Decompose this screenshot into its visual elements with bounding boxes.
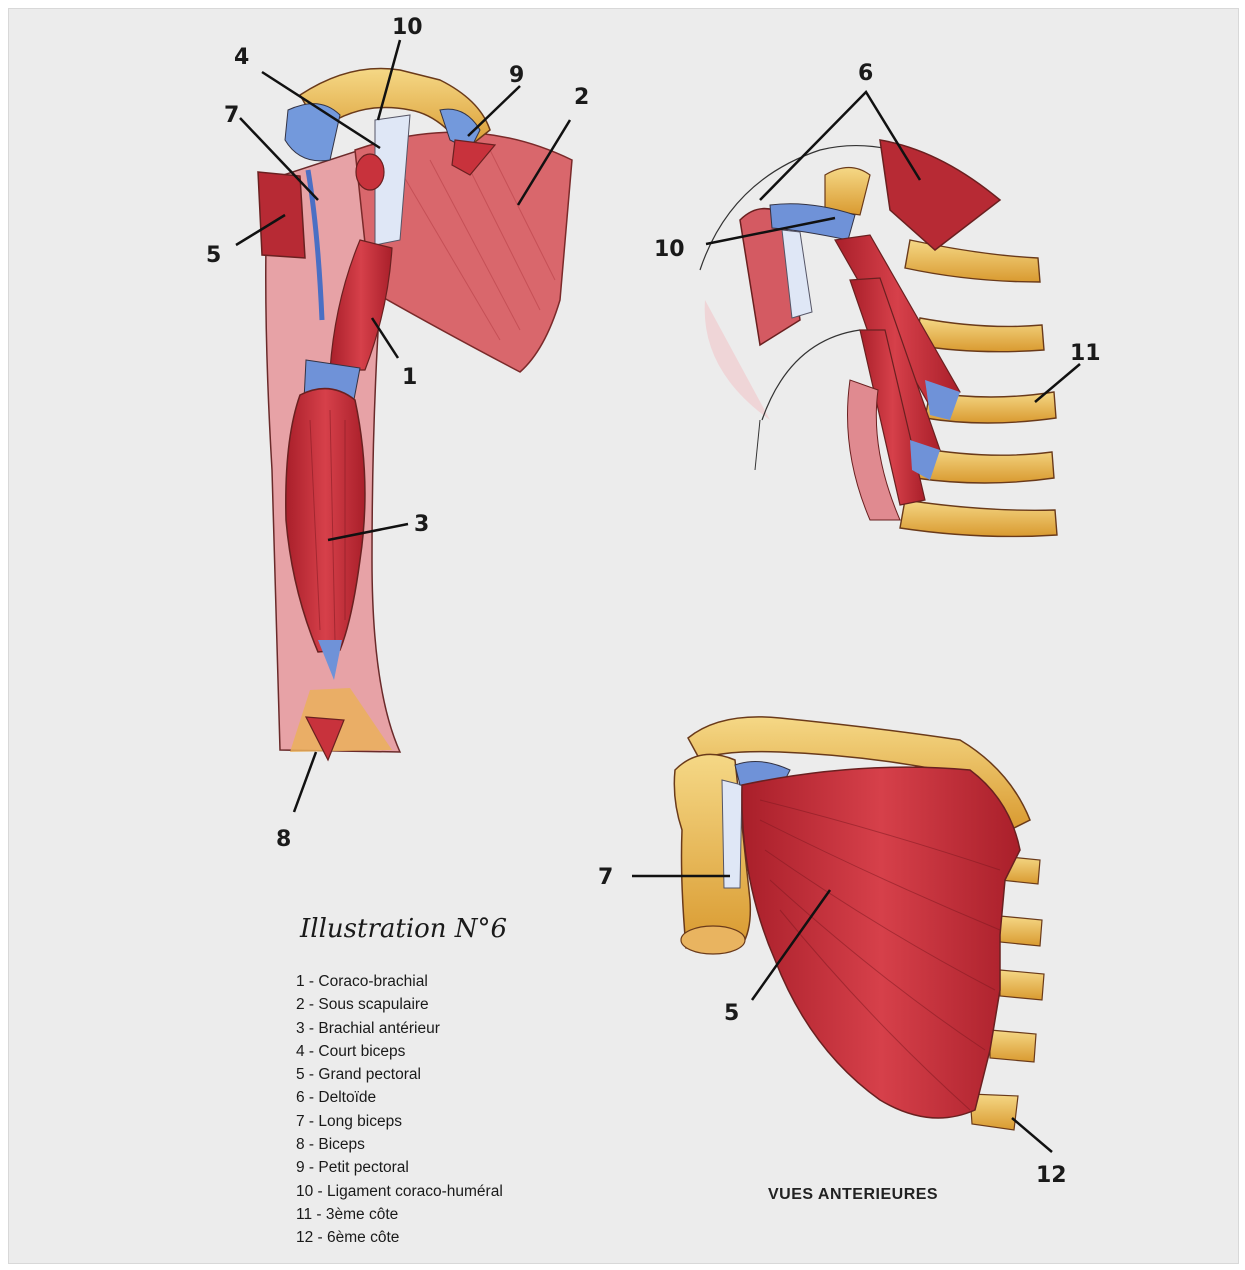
legend-item: 9 - Petit pectoral: [296, 1156, 503, 1179]
legend-item: 12 - 6ème côte: [296, 1226, 503, 1249]
arm-drawing: 10 4 9 2 7 5 1 3 8: [206, 15, 589, 852]
legend-list: 1 - Coraco-brachial 2 - Sous scapulaire …: [296, 970, 503, 1250]
chest-label-11: 11: [1070, 341, 1101, 366]
legend-item: 11 - 3ème côte: [296, 1203, 503, 1226]
chest-bottom-label-7: 7: [598, 865, 613, 890]
legend-item: 10 - Ligament coraco-huméral: [296, 1180, 503, 1203]
arm-label-2: 2: [574, 85, 589, 110]
chest-bottom-label-12: 12: [1036, 1163, 1067, 1188]
chest-bottom-label-5: 5: [724, 1001, 739, 1026]
arm-label-5: 5: [206, 243, 221, 268]
views-caption: VUES ANTERIEURES: [768, 1186, 938, 1204]
arm-label-8: 8: [276, 827, 291, 852]
legend-item: 5 - Grand pectoral: [296, 1063, 503, 1086]
chest-label-10: 10: [654, 237, 685, 262]
chest-bottom-drawing: 7 5 12: [598, 717, 1067, 1188]
illustration-title: Illustration N°6: [300, 914, 507, 944]
legend-item: 4 - Court biceps: [296, 1040, 503, 1063]
arm-label-7: 7: [224, 103, 239, 128]
chest-top-drawing: 6 10 11: [654, 61, 1101, 536]
arm-label-4: 4: [234, 45, 249, 70]
arm-label-1: 1: [402, 365, 417, 390]
arm-label-9: 9: [509, 63, 524, 88]
legend-item: 2 - Sous scapulaire: [296, 993, 503, 1016]
arm-label-3: 3: [414, 512, 429, 537]
legend-item: 6 - Deltoïde: [296, 1086, 503, 1109]
chest-label-6: 6: [858, 61, 873, 86]
legend-item: 8 - Biceps: [296, 1133, 503, 1156]
legend-item: 3 - Brachial antérieur: [296, 1017, 503, 1040]
legend-item: 7 - Long biceps: [296, 1110, 503, 1133]
arm-label-10: 10: [392, 15, 423, 40]
legend-item: 1 - Coraco-brachial: [296, 970, 503, 993]
